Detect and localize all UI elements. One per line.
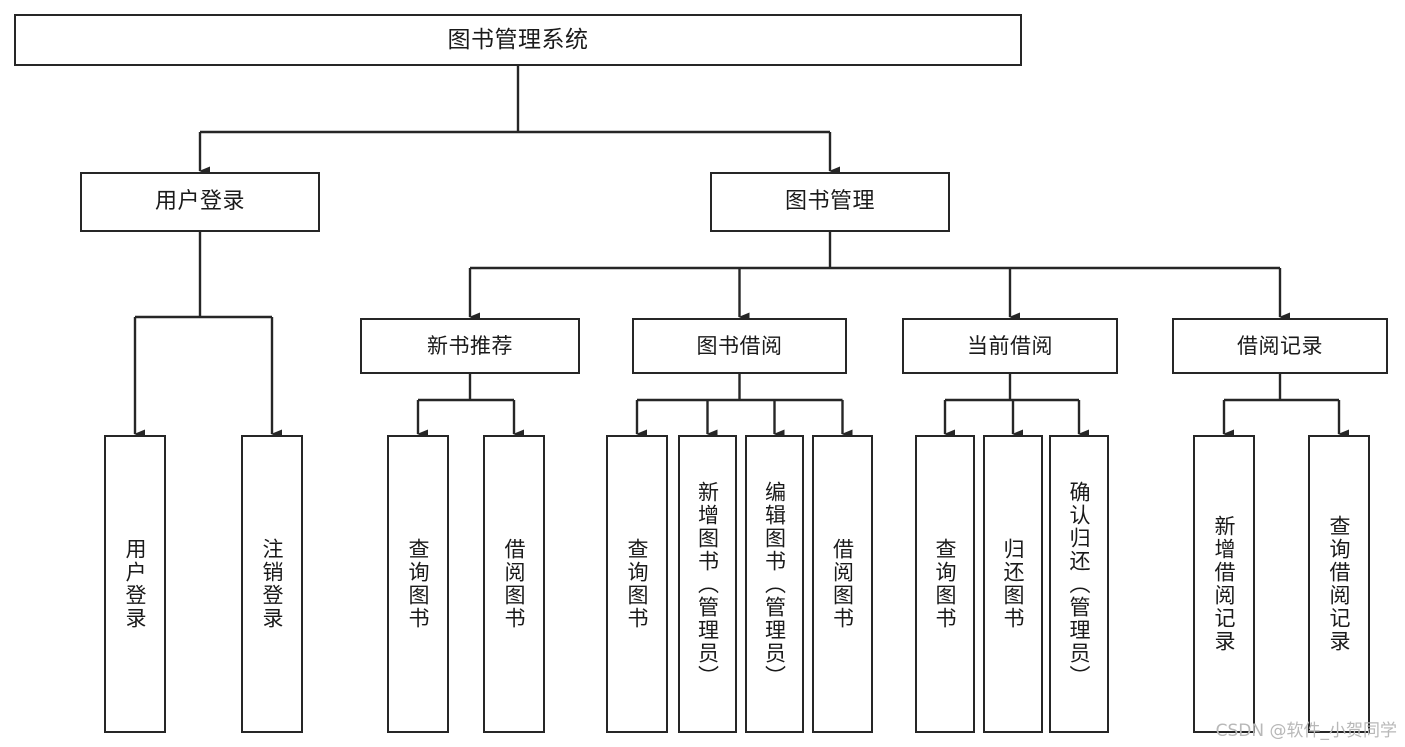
node-leaf-query-borrow-record[interactable]: 查询借阅记录 [1308, 435, 1370, 733]
node-label: 新书推荐 [427, 333, 513, 358]
node-current-borrow[interactable]: 当前借阅 [902, 318, 1118, 374]
node-label: 确认归还（管理员） [1067, 480, 1092, 688]
node-label: 查询图书 [406, 538, 431, 630]
node-label: 借阅图书 [830, 538, 855, 630]
node-label: 用户登录 [154, 189, 245, 215]
node-label: 编辑图书（管理员） [762, 480, 787, 688]
node-leaf-borrow-book-2[interactable]: 借阅图书 [812, 435, 873, 733]
node-new-book-recommend[interactable]: 新书推荐 [360, 318, 580, 374]
watermark-label: CSDN @软件_小贺同学 [1215, 721, 1397, 741]
node-label: 图书借阅 [696, 333, 783, 358]
node-root[interactable]: 图书管理系统 [14, 14, 1022, 66]
node-borrow-record[interactable]: 借阅记录 [1172, 318, 1388, 374]
node-leaf-add-book-admin[interactable]: 新增图书（管理员） [678, 435, 737, 733]
node-label: 新增借阅记录 [1212, 515, 1237, 653]
node-label: 借阅图书 [502, 538, 527, 630]
node-leaf-return-book[interactable]: 归还图书 [983, 435, 1043, 733]
node-book-manage[interactable]: 图书管理 [710, 172, 950, 232]
node-leaf-query-book-2[interactable]: 查询图书 [606, 435, 668, 733]
node-user-login[interactable]: 用户登录 [80, 172, 320, 232]
node-leaf-query-book-1[interactable]: 查询图书 [387, 435, 449, 733]
node-leaf-query-book-3[interactable]: 查询图书 [915, 435, 975, 733]
node-leaf-user-login[interactable]: 用户登录 [104, 435, 166, 733]
node-label: 查询图书 [625, 538, 650, 630]
node-label: 图书管理系统 [447, 26, 589, 53]
node-leaf-confirm-return-admin[interactable]: 确认归还（管理员） [1049, 435, 1109, 733]
edges-group [133, 66, 1349, 439]
node-label: 新增图书（管理员） [695, 480, 720, 688]
node-leaf-borrow-book-1[interactable]: 借阅图书 [483, 435, 545, 733]
node-leaf-logout[interactable]: 注销登录 [241, 435, 303, 733]
node-leaf-add-borrow-record[interactable]: 新增借阅记录 [1193, 435, 1255, 733]
node-label: 当前借阅 [967, 333, 1053, 358]
node-label: 借阅记录 [1237, 333, 1323, 358]
node-label: 查询借阅记录 [1327, 515, 1352, 653]
node-leaf-edit-book-admin[interactable]: 编辑图书（管理员） [745, 435, 804, 733]
node-book-borrow[interactable]: 图书借阅 [632, 318, 847, 374]
node-label: 用户登录 [123, 538, 148, 630]
node-label: 图书管理 [784, 189, 875, 215]
node-label: 归还图书 [1001, 538, 1026, 630]
node-label: 注销登录 [260, 538, 285, 630]
node-label: 查询图书 [933, 538, 958, 630]
